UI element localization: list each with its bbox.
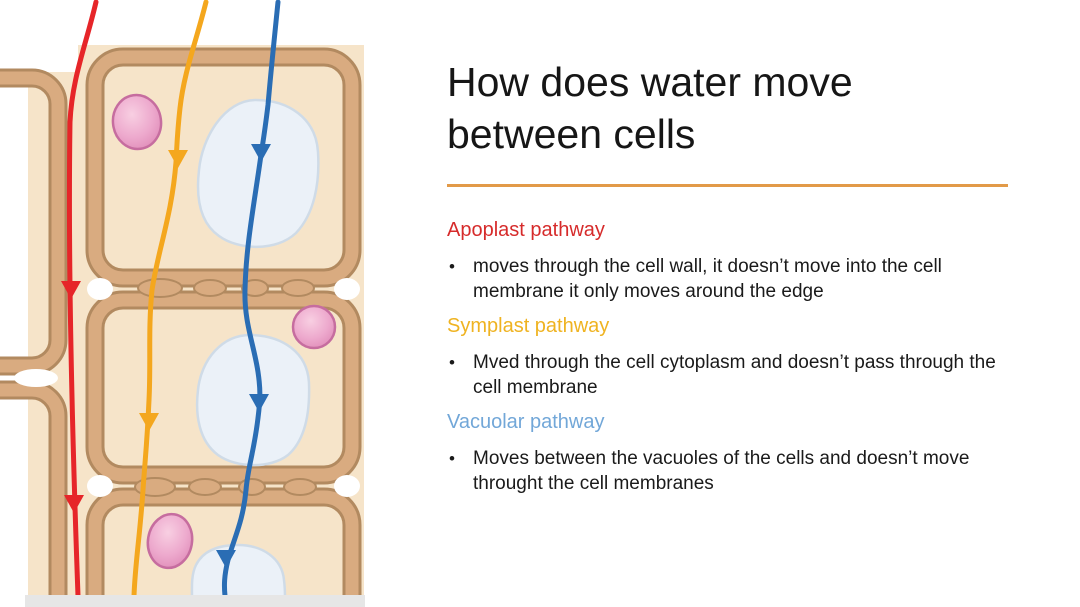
- symplast-arrow: [131, 0, 209, 596]
- vacuolar-arrow: [216, 0, 281, 596]
- nucleus-shapes: [111, 93, 337, 570]
- page-title: How does water move between cells: [447, 59, 853, 157]
- arrowhead: [251, 144, 271, 162]
- arrowhead: [61, 281, 81, 299]
- apoplast-bullet: • moves through the cell wall, it doesn’…: [449, 254, 1014, 304]
- nucleus-cell2: [291, 304, 337, 350]
- bullet-text: moves through the cell wall, it doesn’t …: [473, 256, 942, 302]
- arrowhead: [216, 550, 236, 568]
- bullet-marker: •: [449, 353, 455, 372]
- apoplast-heading: Apoplast pathway: [447, 219, 605, 241]
- title-divider: [447, 184, 1008, 187]
- arrowhead: [64, 495, 84, 513]
- nucleus-cell1: [111, 93, 163, 151]
- arrowhead: [249, 394, 269, 412]
- bullet-text: Mved through the cell cytoplasm and does…: [473, 352, 996, 398]
- image-bottom-strip: [25, 595, 365, 607]
- vacuole-cell3: [190, 543, 287, 596]
- cell-walls: [0, 47, 362, 596]
- symplast-bullet: • Mved through the cell cytoplasm and do…: [449, 350, 1014, 400]
- arrowhead: [139, 413, 159, 431]
- vacuolar-bullet: • Moves between the vacuoles of the cell…: [449, 446, 1014, 496]
- slide-content: How does water move between cells Apopla…: [447, 0, 1027, 607]
- bullet-marker: •: [449, 257, 455, 276]
- cell-junctions: [14, 278, 360, 497]
- plant-cell-diagram: [0, 0, 430, 607]
- nucleus-cell3: [146, 512, 194, 570]
- vacuolar-heading: Vacuolar pathway: [447, 411, 605, 433]
- apoplast-arrow: [61, 0, 99, 596]
- bullet-marker: •: [449, 449, 455, 468]
- symplast-heading: Symplast pathway: [447, 315, 610, 337]
- bullet-text: Moves between the vacuoles of the cells …: [473, 448, 970, 494]
- arrowhead: [168, 150, 188, 168]
